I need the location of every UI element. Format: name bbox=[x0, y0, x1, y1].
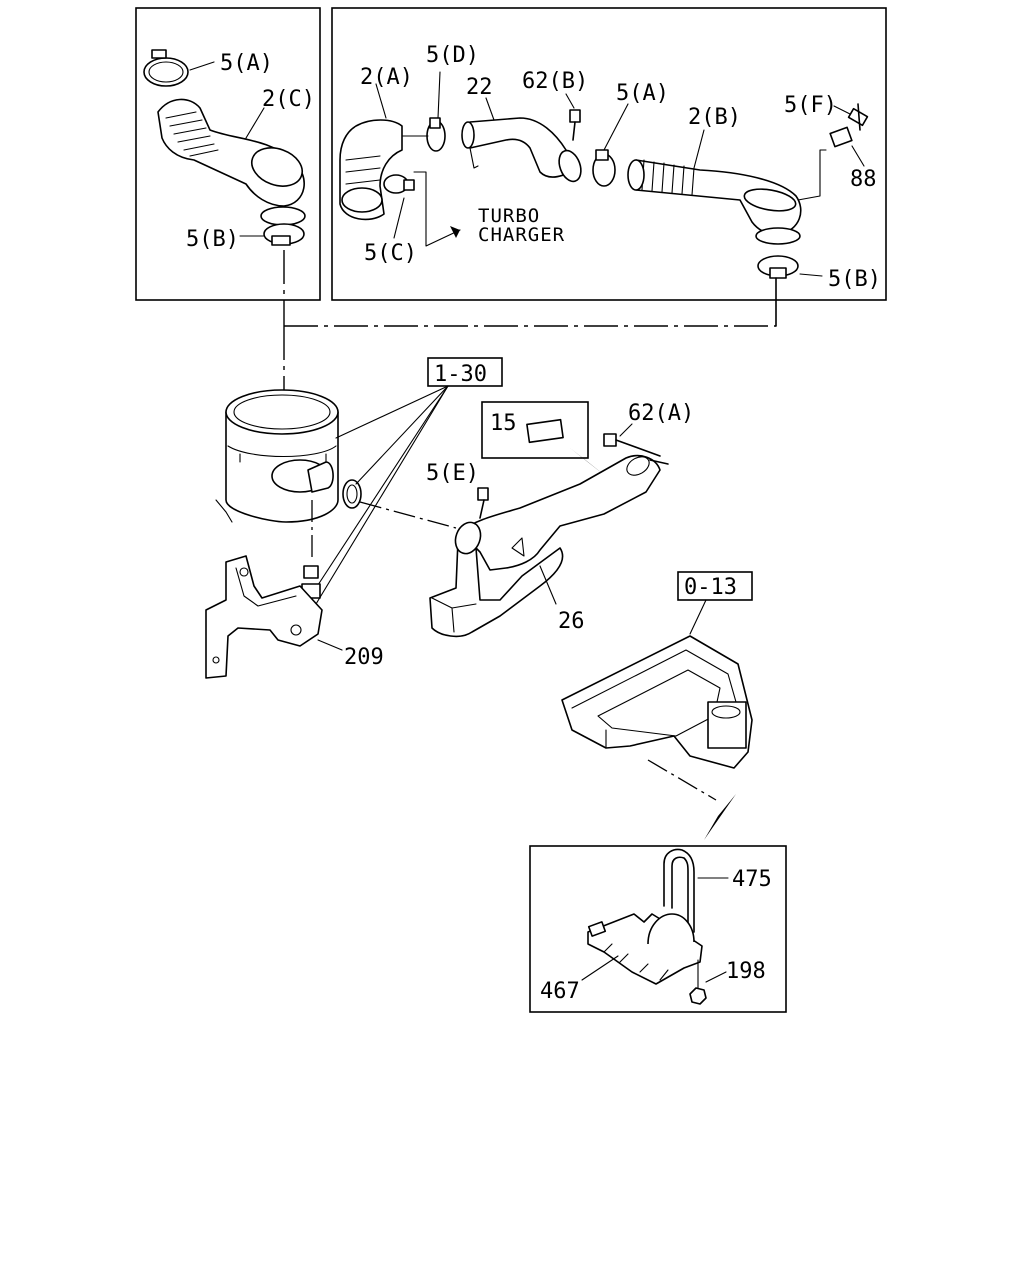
hose-2c-shape bbox=[157, 98, 306, 226]
oil-pan-shape bbox=[561, 635, 753, 769]
label-clamp-5a-left: 5(A) bbox=[220, 51, 273, 76]
label-part-88: 88 bbox=[850, 167, 877, 192]
bolt-62b-shape bbox=[569, 109, 581, 141]
pipe-22-shape bbox=[461, 117, 582, 183]
bracket-209-shape bbox=[205, 555, 323, 679]
clamp-5b-right-shape bbox=[757, 255, 799, 279]
label-bracket-209: 209 bbox=[344, 645, 384, 670]
label-hose-2a: 2(A) bbox=[360, 65, 413, 90]
label-part-15: 15 bbox=[490, 411, 517, 436]
hose-2b-shape bbox=[627, 159, 802, 245]
label-clamp-5c: 5(C) bbox=[364, 241, 417, 266]
label-clamp-5f: 5(F) bbox=[784, 93, 837, 118]
label-hose-2c: 2(C) bbox=[262, 87, 315, 112]
u-bolt-475-shape bbox=[663, 848, 695, 933]
label-hose-2b: 2(B) bbox=[688, 105, 741, 130]
bolt-62a-shape bbox=[603, 433, 669, 465]
label-ref-0-13: 0-13 bbox=[684, 575, 737, 600]
right-inset-panel bbox=[331, 7, 887, 301]
label-clamp-5b-right: 5(B) bbox=[828, 267, 881, 292]
clamp-5f-shape bbox=[847, 103, 869, 131]
air-cleaner-shape bbox=[215, 389, 339, 523]
label-turbo-line1: TURBO bbox=[478, 205, 540, 227]
plate-467-shape bbox=[587, 913, 703, 985]
bottom-inset-panel bbox=[529, 845, 787, 1013]
left-inset-panel bbox=[135, 7, 321, 301]
label-plate-467: 467 bbox=[540, 979, 580, 1004]
clamp-5a-left-shape bbox=[143, 49, 189, 87]
label-bolt-62a: 62(A) bbox=[628, 401, 694, 426]
part-88-shape bbox=[797, 126, 853, 201]
label-clamp-5d: 5(D) bbox=[426, 43, 479, 68]
label-bolt-62b: 62(B) bbox=[522, 69, 588, 94]
clamp-5b-left-shape bbox=[263, 223, 305, 246]
clamp-5a-right-shape bbox=[592, 149, 616, 187]
nut-198-shape bbox=[689, 959, 707, 1005]
clamp-5e-shape bbox=[477, 487, 489, 519]
label-clamp-5b-left: 5(B) bbox=[186, 227, 239, 252]
ref-box-1-30 bbox=[427, 357, 503, 387]
label-ref-1-30: 1-30 bbox=[434, 362, 487, 387]
label-clamp-5a-right: 5(A) bbox=[616, 81, 669, 106]
clamp-5c-shape bbox=[383, 174, 415, 194]
clamp-5d-shape bbox=[426, 117, 446, 152]
seal-ring-shape bbox=[342, 479, 362, 509]
label-pipe-22: 22 bbox=[466, 75, 493, 100]
label-clamp-5e: 5(E) bbox=[426, 461, 479, 486]
label-duct-26: 26 bbox=[558, 609, 585, 634]
duct-26-shape bbox=[429, 454, 661, 638]
label-bolt-475: 475 bbox=[732, 867, 772, 892]
label-turbo-line2: CHARGER bbox=[478, 224, 565, 246]
hose-2a-shape bbox=[339, 119, 403, 221]
label-nut-198: 198 bbox=[726, 959, 766, 984]
ref-box-0-13 bbox=[677, 571, 753, 601]
